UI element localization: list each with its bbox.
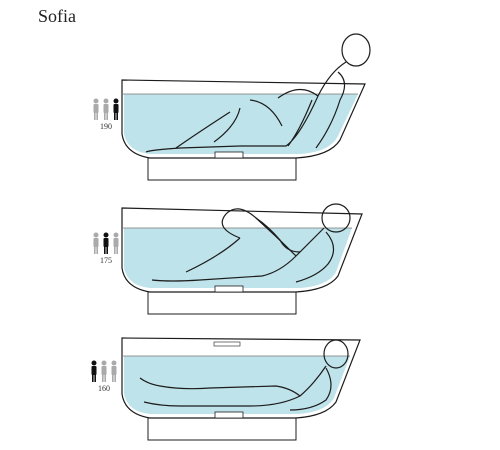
person-icon [93,98,99,120]
bathtub-illustration [121,33,371,181]
figure-head [323,339,349,369]
bathtub-panel-190: 190 [0,30,500,181]
figure-head [341,33,371,67]
person-icon [103,232,109,254]
person-icon [101,360,107,382]
height-label: 160 [98,384,110,393]
person-icon [93,232,99,254]
height-indicator: 160 [86,360,122,393]
overflow [213,341,241,347]
person-icon [103,98,109,120]
figure-body [145,61,347,153]
figure-head [321,203,351,233]
bathtub-illustration [121,337,361,441]
drain [214,285,244,293]
bathtub-illustration [121,203,363,315]
person-icon [113,232,119,254]
tub-base [147,417,297,441]
figure-body [139,365,332,411]
height-indicator: 190 [88,98,124,131]
figure-body [151,208,335,283]
person-icons [88,232,124,254]
drain [214,411,244,419]
person-icons [88,98,124,120]
bathtub-panel-175: 175 [0,176,500,315]
tub-base [147,291,297,315]
figure-arms [255,217,301,253]
bathtub-panel-160: 160 [0,326,500,446]
water-fill [124,228,352,288]
height-label: 175 [100,256,112,265]
page-title: Sofia [38,6,76,26]
drain [214,151,244,159]
water-fill [124,94,358,154]
figure-legs [175,107,241,149]
person-icon [111,360,117,382]
height-indicator: 175 [88,232,124,265]
person-icon [113,98,119,120]
height-label: 190 [100,122,112,131]
person-icon [91,360,97,382]
person-icons [86,360,122,382]
